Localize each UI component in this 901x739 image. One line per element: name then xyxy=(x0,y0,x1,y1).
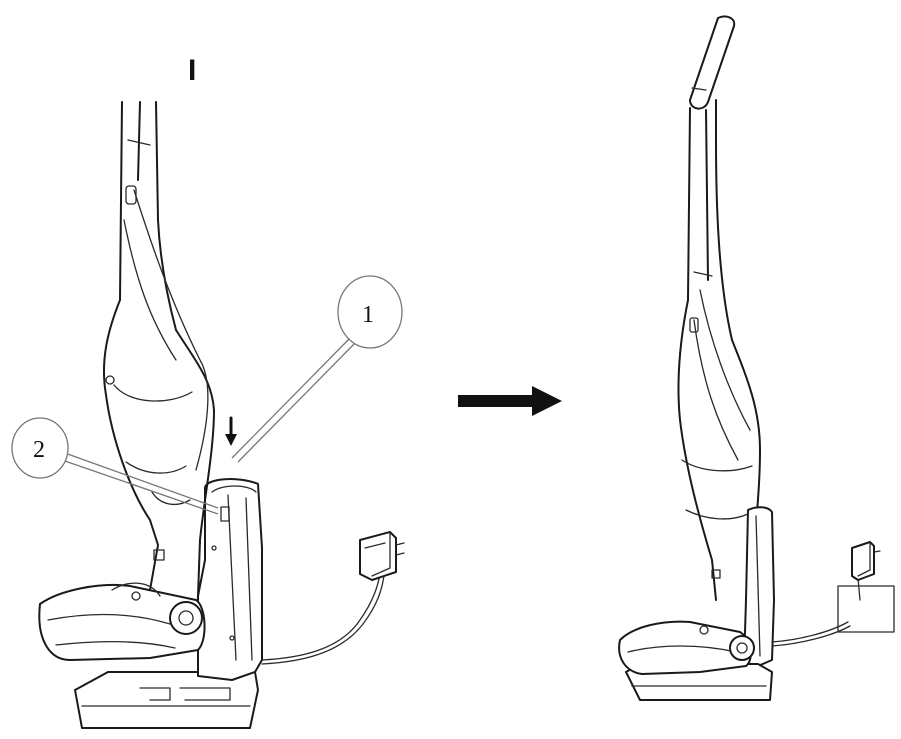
callout-1: 1 xyxy=(231,275,403,463)
right-arrow-icon xyxy=(458,386,562,416)
power-adapter-docked xyxy=(851,541,881,581)
callout-2-number: 2 xyxy=(33,437,45,463)
dock-base-plate xyxy=(74,671,259,729)
down-arrow-icon xyxy=(225,416,237,446)
charger-cable xyxy=(261,573,385,665)
callout-1-number: 1 xyxy=(362,302,374,328)
power-adapter xyxy=(359,531,405,581)
floor-brush-head xyxy=(38,582,206,661)
step-marker: I xyxy=(188,54,196,87)
wall-outlet-box xyxy=(837,585,895,633)
vacuum-inserting-illustration xyxy=(38,101,405,729)
vacuum-cleaner xyxy=(103,101,215,641)
vacuum-docked-illustration xyxy=(618,15,895,701)
charging-dock xyxy=(197,478,263,681)
callout-2: 2 xyxy=(11,417,219,515)
